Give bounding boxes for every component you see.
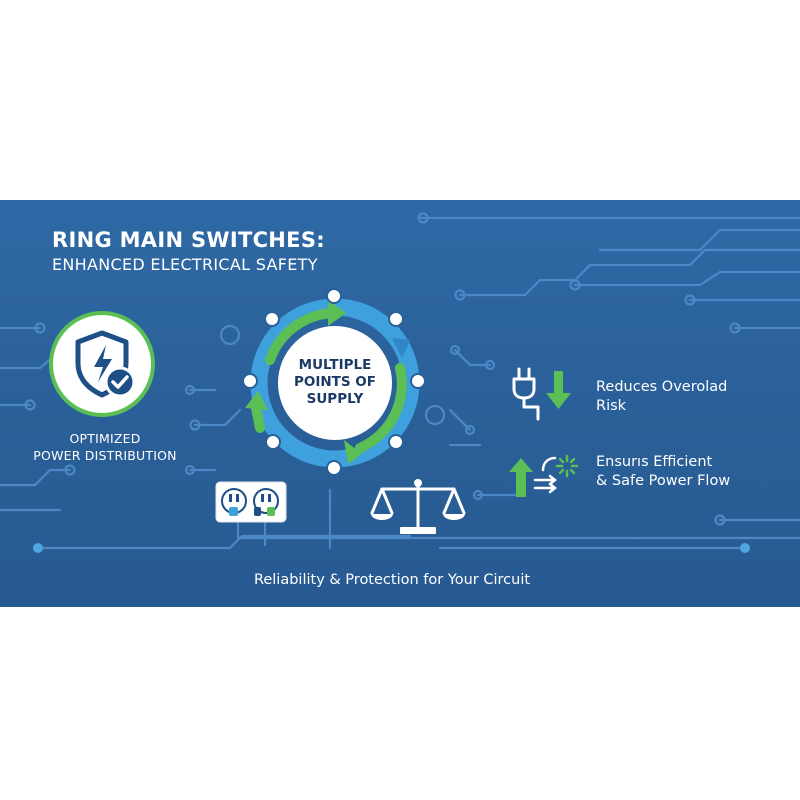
ring-center-label: MULTIPLE POINTS OF SUPPLY (283, 357, 387, 408)
balance-scale-icon (370, 479, 466, 534)
feature-2-line-2: & Safe Power Flow (596, 473, 731, 489)
plug-down-arrow-icon (512, 367, 571, 421)
center-line-2: POINTS OF (293, 374, 377, 390)
ring-cycle-icon (242, 288, 426, 476)
center-line-3: SUPPLY (306, 391, 364, 407)
shield-lightning-check-icon (75, 330, 136, 398)
feature-reduces-overload: Reduces Overolad Risk (596, 378, 727, 416)
power-outlet-icon (215, 481, 287, 523)
optimized-distribution-caption: OPTIMIZED POWER DISTRIBUTION (20, 430, 190, 464)
feature-2-line-1: Ensurıs Efficient (596, 454, 713, 470)
caption-line-2: POWER DISTRIBUTION (33, 448, 177, 463)
page-title: RING MAIN SWITCHES: (52, 228, 325, 252)
banner: RING MAIN SWITCHES: ENHANCED ELECTRICAL … (0, 200, 800, 607)
circuit-background (0, 212, 800, 553)
up-arrow-flow-icon (509, 454, 579, 497)
feature-efficient-flow: Ensurıs Efficient & Safe Power Flow (596, 453, 730, 491)
footer-tagline: Reliability & Protection for Your Circui… (253, 572, 531, 588)
page-subtitle: ENHANCED ELECTRICAL SAFETY (52, 255, 318, 274)
feature-1-line-2: Risk (596, 398, 627, 414)
caption-line-1: OPTIMIZED (69, 431, 141, 446)
shield-badge (49, 311, 155, 417)
feature-1-line-1: Reduces Overolad (596, 379, 728, 395)
center-line-1: MULTIPLE (298, 357, 372, 373)
